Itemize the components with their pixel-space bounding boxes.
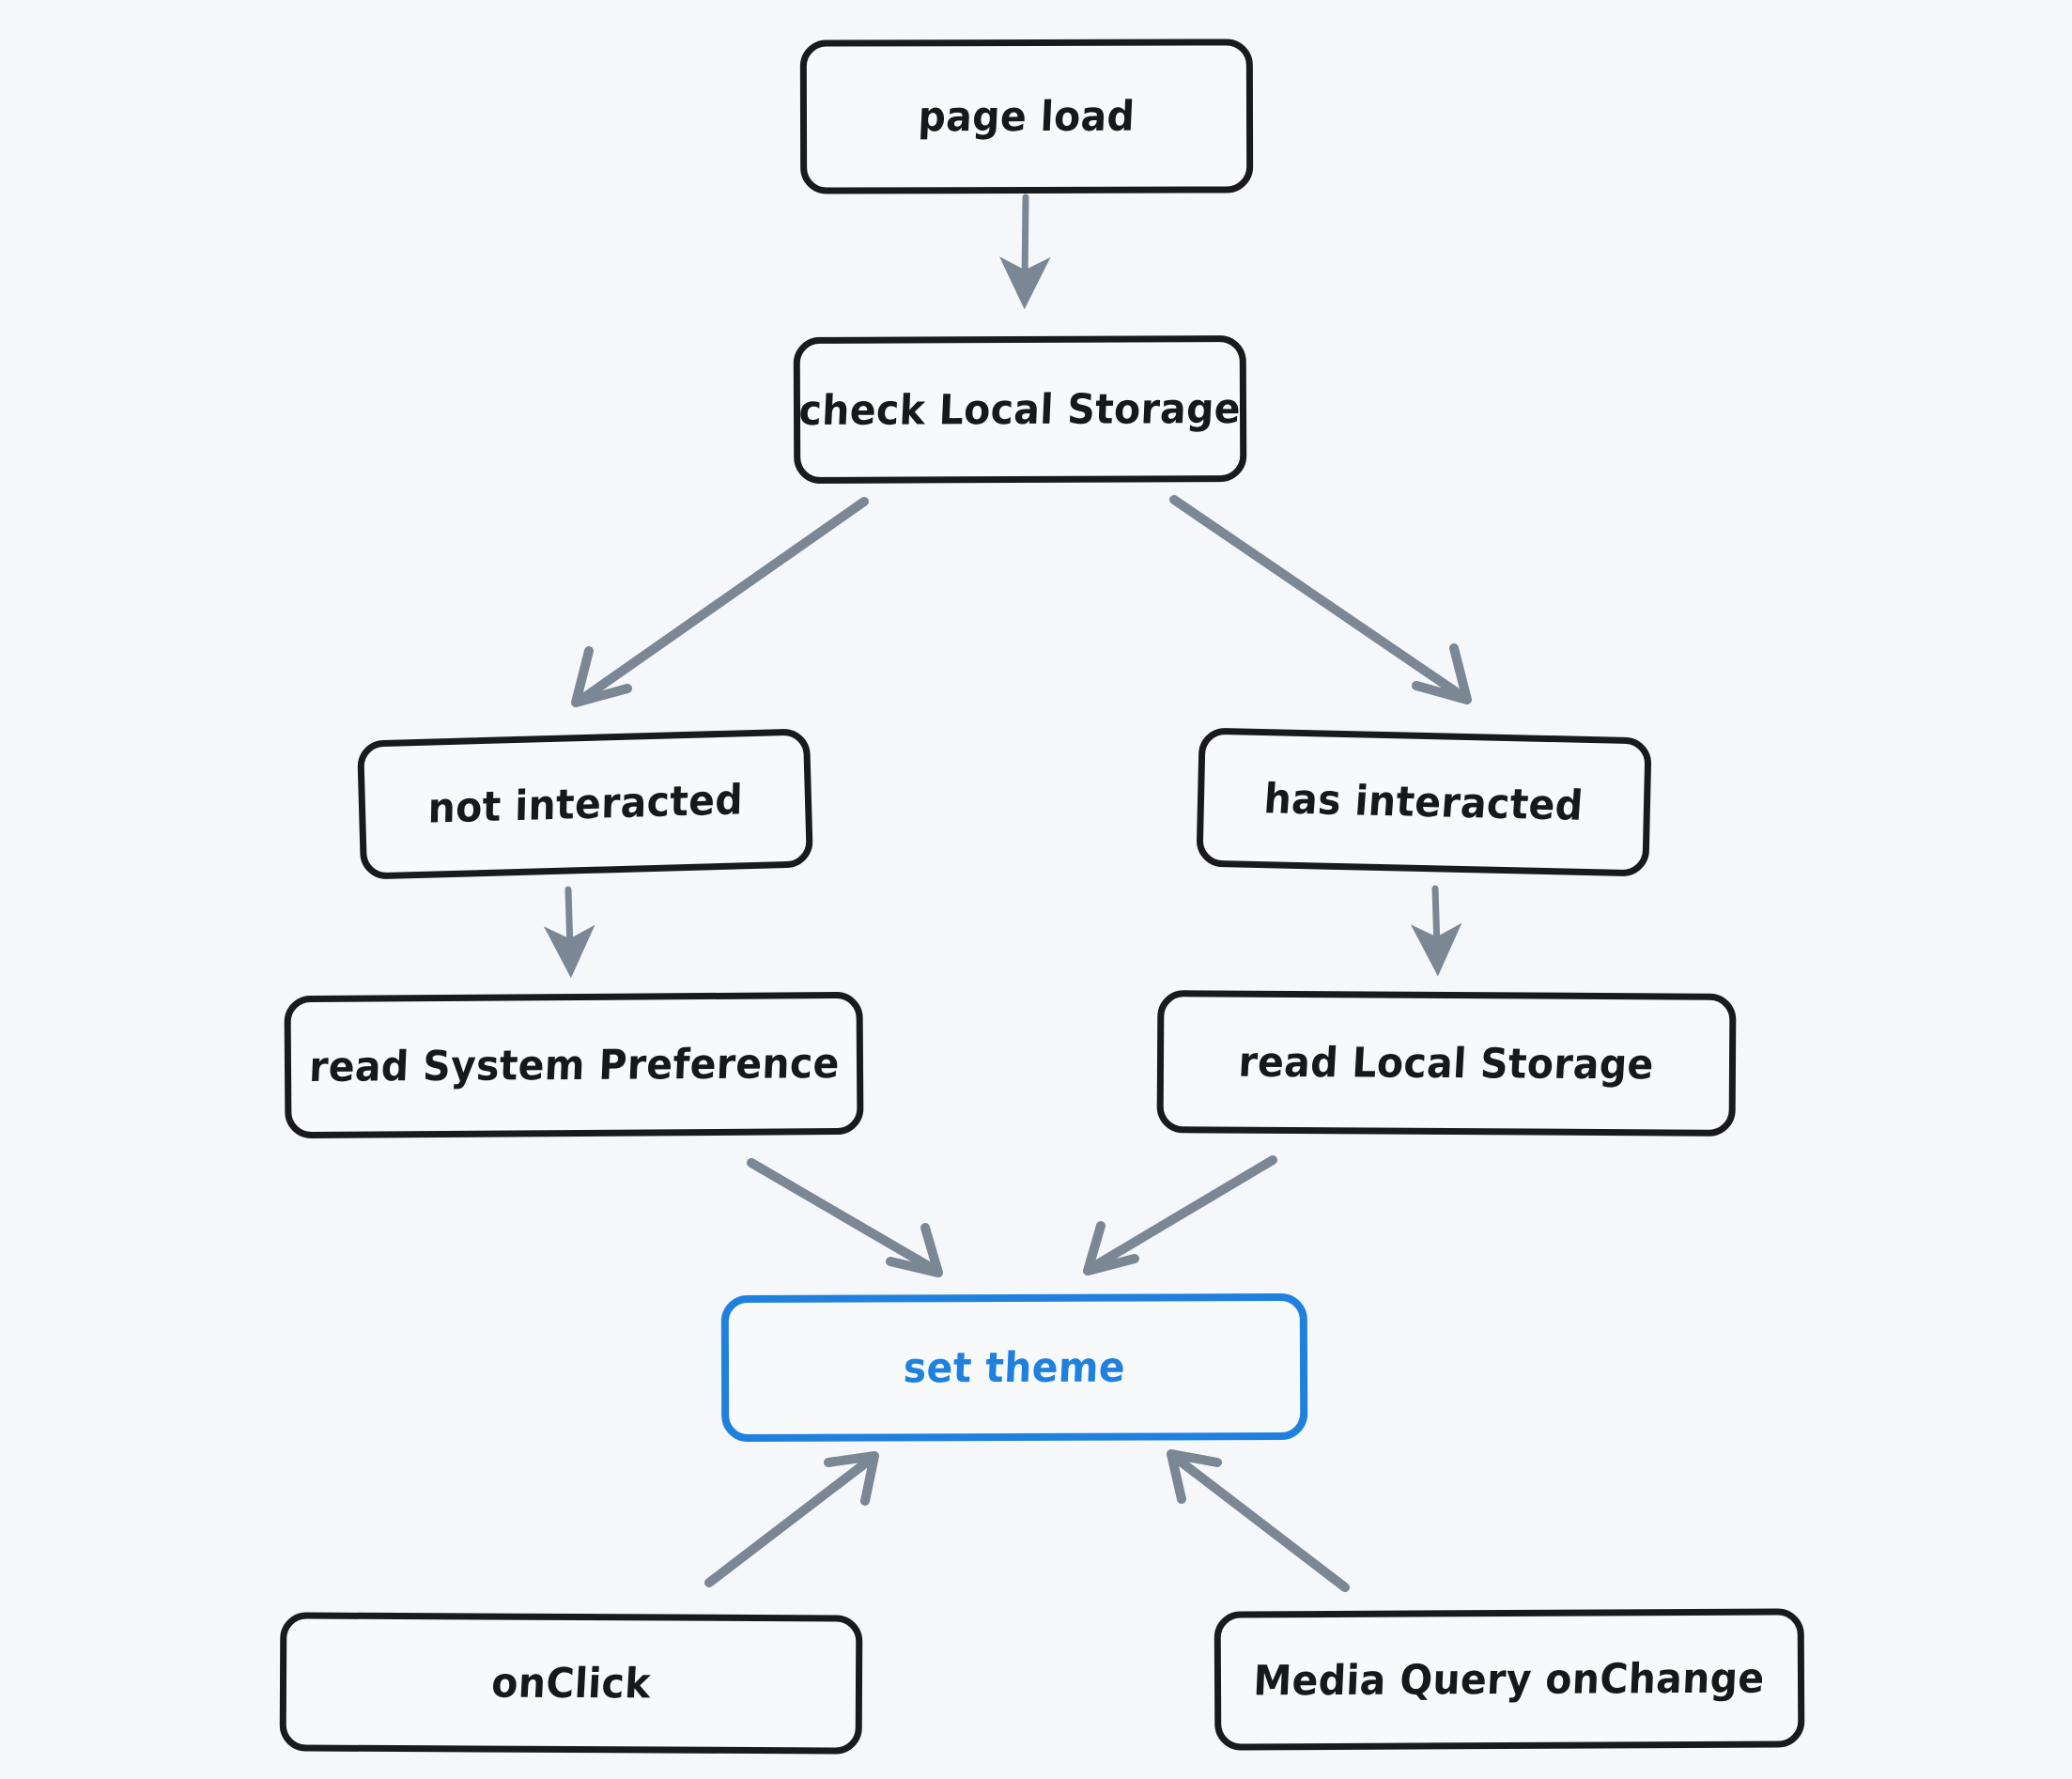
node-onclick[interactable]: onClick — [279, 1612, 863, 1755]
node-has-interacted[interactable]: has interacted — [1196, 727, 1652, 877]
edge-onclick-to-set-theme — [704, 1451, 879, 1587]
edge-read-local-st-to-set-theme — [1083, 1155, 1277, 1276]
node-check-local-storage-label: check Local Storage — [797, 384, 1243, 435]
edge-has-interacted-to-read-local-st — [1410, 885, 1462, 977]
node-check-local-storage[interactable]: check Local Storage — [793, 334, 1247, 485]
node-page-load[interactable]: page load — [799, 39, 1254, 194]
node-set-theme-label: set theme — [902, 1343, 1127, 1392]
node-read-local-storage[interactable]: read Local Storage — [1156, 990, 1737, 1137]
edge-media-query-to-set-theme — [1167, 1449, 1350, 1592]
edge-check-ls-to-not-interacted — [571, 497, 869, 707]
node-onclick-label: onClick — [489, 1659, 653, 1708]
node-page-load-label: page load — [917, 92, 1137, 141]
edge-page-load-to-check-ls — [998, 193, 1051, 310]
node-has-interacted-label: has interacted — [1262, 774, 1585, 830]
node-read-local-storage-label: read Local Storage — [1237, 1038, 1656, 1089]
node-read-system-preference-label: read System Preference — [307, 1039, 841, 1091]
node-read-system-preference[interactable]: read System Preference — [284, 991, 864, 1139]
edge-read-sys-pref-to-set-theme — [747, 1158, 943, 1277]
edge-not-interacted-to-read-sys-pref — [543, 886, 595, 979]
node-media-query-onchange[interactable]: Media Query onChange — [1214, 1608, 1805, 1751]
node-set-theme[interactable]: set theme — [720, 1292, 1308, 1443]
node-media-query-onchange-label: Media Query onChange — [1252, 1654, 1767, 1705]
node-not-interacted[interactable]: not interacted — [357, 728, 813, 880]
edge-check-ls-to-has-interacted — [1169, 495, 1472, 704]
node-not-interacted-label: not interacted — [426, 775, 744, 833]
